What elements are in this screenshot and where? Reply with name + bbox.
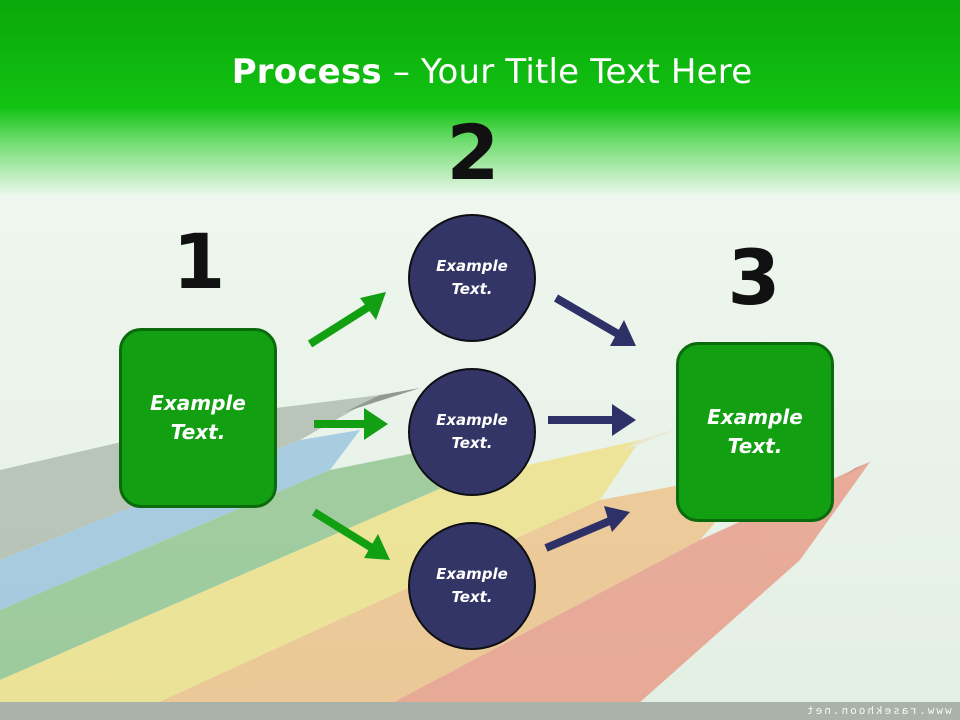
step-number-3: 3	[727, 233, 781, 322]
step-2-circle-bottom-text: Example Text.	[436, 565, 508, 606]
watermark: www.rasekhoon.net	[805, 704, 952, 717]
step-2-circle-middle-text: Example Text.	[436, 411, 508, 452]
slide-title: Process – Your Title Text Here	[0, 52, 960, 92]
step-2-circle-top[interactable]: Example Text.	[408, 214, 536, 342]
green-arrow-down	[311, 508, 390, 560]
step-2-circle-top-text: Example Text.	[436, 257, 508, 298]
green-arrow-middle	[314, 408, 388, 440]
slide-title-bold: Process	[231, 52, 382, 92]
step-3-box[interactable]: Example Text.	[676, 342, 834, 522]
step-1-text: Example Text.	[150, 391, 246, 444]
step-number-1: 1	[172, 217, 226, 306]
step-number-2: 2	[446, 108, 500, 197]
navy-arrow-up	[544, 506, 630, 552]
slide-title-rest: – Your Title Text Here	[381, 52, 753, 92]
navy-arrow-down	[553, 294, 636, 346]
step-2-circle-middle[interactable]: Example Text.	[408, 368, 536, 496]
green-arrow-up	[307, 292, 386, 348]
footer-bar	[0, 702, 960, 720]
step-1-box[interactable]: Example Text.	[119, 328, 277, 508]
step-2-circle-bottom[interactable]: Example Text.	[408, 522, 536, 650]
navy-arrow-middle	[548, 404, 636, 436]
step-3-text: Example Text.	[707, 405, 803, 458]
